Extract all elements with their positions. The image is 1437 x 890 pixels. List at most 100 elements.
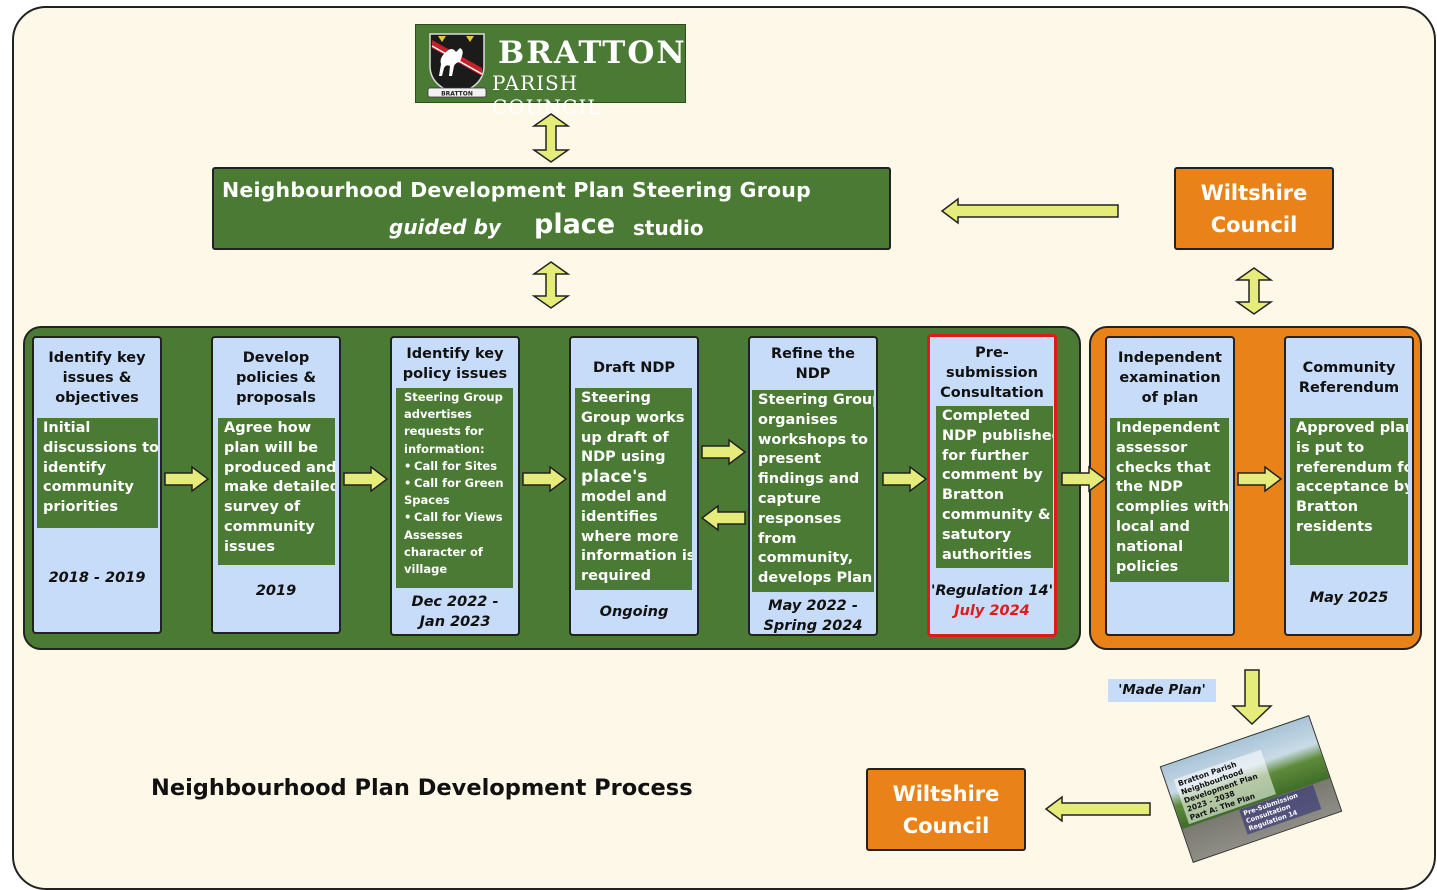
step-description-line: community [43, 479, 134, 496]
step-description-line: information: [404, 441, 485, 456]
step-description-line: findings and [758, 471, 860, 488]
step-description-line: priorities [43, 499, 118, 516]
step-title-line: submission [946, 365, 1038, 381]
step-bullet-line: Spaces [404, 493, 450, 508]
step-description-line: Independent [1116, 420, 1220, 436]
step-date: 2018 - 2019 [34, 568, 160, 588]
step-description-line: model and [581, 488, 667, 505]
arrow-icon [882, 465, 928, 493]
arrow-icon [701, 438, 747, 466]
step-bullet-line: character of [404, 544, 483, 559]
step-date-line: May 2022 - [768, 598, 858, 614]
step-description-line: Bratton [1296, 499, 1359, 516]
step-title-line: issues & [62, 370, 132, 386]
wiltshire-bottom-line1: Wiltshire [892, 782, 1000, 806]
step-date-line: Ongoing [599, 604, 669, 620]
arrow-icon [164, 465, 210, 493]
step-bullet-line: Call for Green [404, 475, 513, 492]
step-description-line: the NDP [1116, 479, 1183, 496]
step-description-line: issues [224, 538, 276, 555]
logo-title: BRATTON [498, 35, 687, 71]
step-bullet-line: Call for Views [404, 509, 513, 526]
step-bullet-line: village [404, 562, 448, 577]
step-date-line: 2019 [255, 583, 297, 599]
step-title-line: Refine the [770, 346, 856, 362]
step-date: Ongoing [571, 602, 697, 622]
double-arrow-icon [531, 261, 571, 309]
arrow-icon [700, 504, 746, 532]
step-description-line: Approved plan [1296, 420, 1408, 436]
step-description-line: community [224, 518, 315, 535]
step-description-line: survey of [224, 499, 301, 516]
step-description-line: national [1116, 538, 1184, 555]
step-bullet-line: Call for Sites [404, 458, 513, 475]
step-description-line: requests for [404, 424, 484, 439]
step-date: Dec 2022 -Jan 2023 [392, 592, 518, 632]
step-description-line: capture [758, 490, 821, 507]
step-description-line: for further [942, 447, 1029, 464]
arrow-icon [522, 465, 568, 493]
step-description-line: Bratton [942, 487, 1005, 504]
crest-motto: BRATTON [441, 91, 473, 98]
step-description-line: discussions to [43, 439, 158, 456]
wiltshire-council-bottom: Wiltshire Council [866, 768, 1026, 851]
step-title-line: Independent [1118, 350, 1222, 366]
step-description-line: is put to [1296, 439, 1365, 456]
step-description-line: acceptance by [1296, 479, 1408, 496]
step-title: Draft NDP [571, 358, 697, 378]
step-description-line: community, [758, 550, 854, 567]
arrow-icon [940, 197, 1119, 225]
arrow-icon [1231, 669, 1273, 726]
step-title-line: Develop [242, 350, 310, 366]
step-description-line: Initial [43, 420, 91, 436]
step-description-line: workshops to [758, 431, 869, 448]
crest-icon: BRATTON [427, 33, 487, 98]
step-description-line: identifies [581, 508, 658, 525]
step-title-line: objectives [55, 390, 139, 406]
arrow-icon [1061, 465, 1107, 493]
step-description-line: community & [942, 506, 1051, 523]
step-description-line: Group works [581, 409, 685, 426]
step-title-line: policy issues [402, 366, 508, 382]
step-title-line: NDP [795, 366, 831, 382]
steering-group-title: Neighbourhood Development Plan Steering … [222, 178, 811, 202]
step-description-line: place's [581, 467, 648, 488]
step-description-line: comment by [942, 467, 1043, 484]
logo-subtitle: PARISH COUNCIL [492, 71, 602, 119]
made-plan-label: 'Made Plan' [1108, 679, 1216, 702]
step-date: May 2025 [1286, 588, 1412, 608]
step-date-highlight: July 2024 [954, 603, 1030, 619]
step-date-line: Dec 2022 - [411, 594, 499, 610]
step-date: 2019 [213, 581, 339, 601]
wiltshire-top-line2: Council [1210, 213, 1298, 237]
wiltshire-top-line1: Wiltshire [1200, 181, 1308, 205]
step-description-line: advertises [404, 407, 472, 422]
guided-by-text: guided by [389, 215, 501, 239]
wiltshire-council-top: Wiltshire Council [1174, 167, 1334, 250]
studio-text: studio [633, 216, 704, 240]
step-description-line: where more [581, 528, 679, 545]
step-description-line: from [758, 530, 797, 547]
place-text: place [534, 209, 616, 240]
step-description-line: NDP published [942, 427, 1053, 444]
step-description-line: up draft of [581, 429, 669, 446]
step-description-line: required [581, 568, 652, 585]
step-description-line: assessor [1116, 439, 1188, 456]
